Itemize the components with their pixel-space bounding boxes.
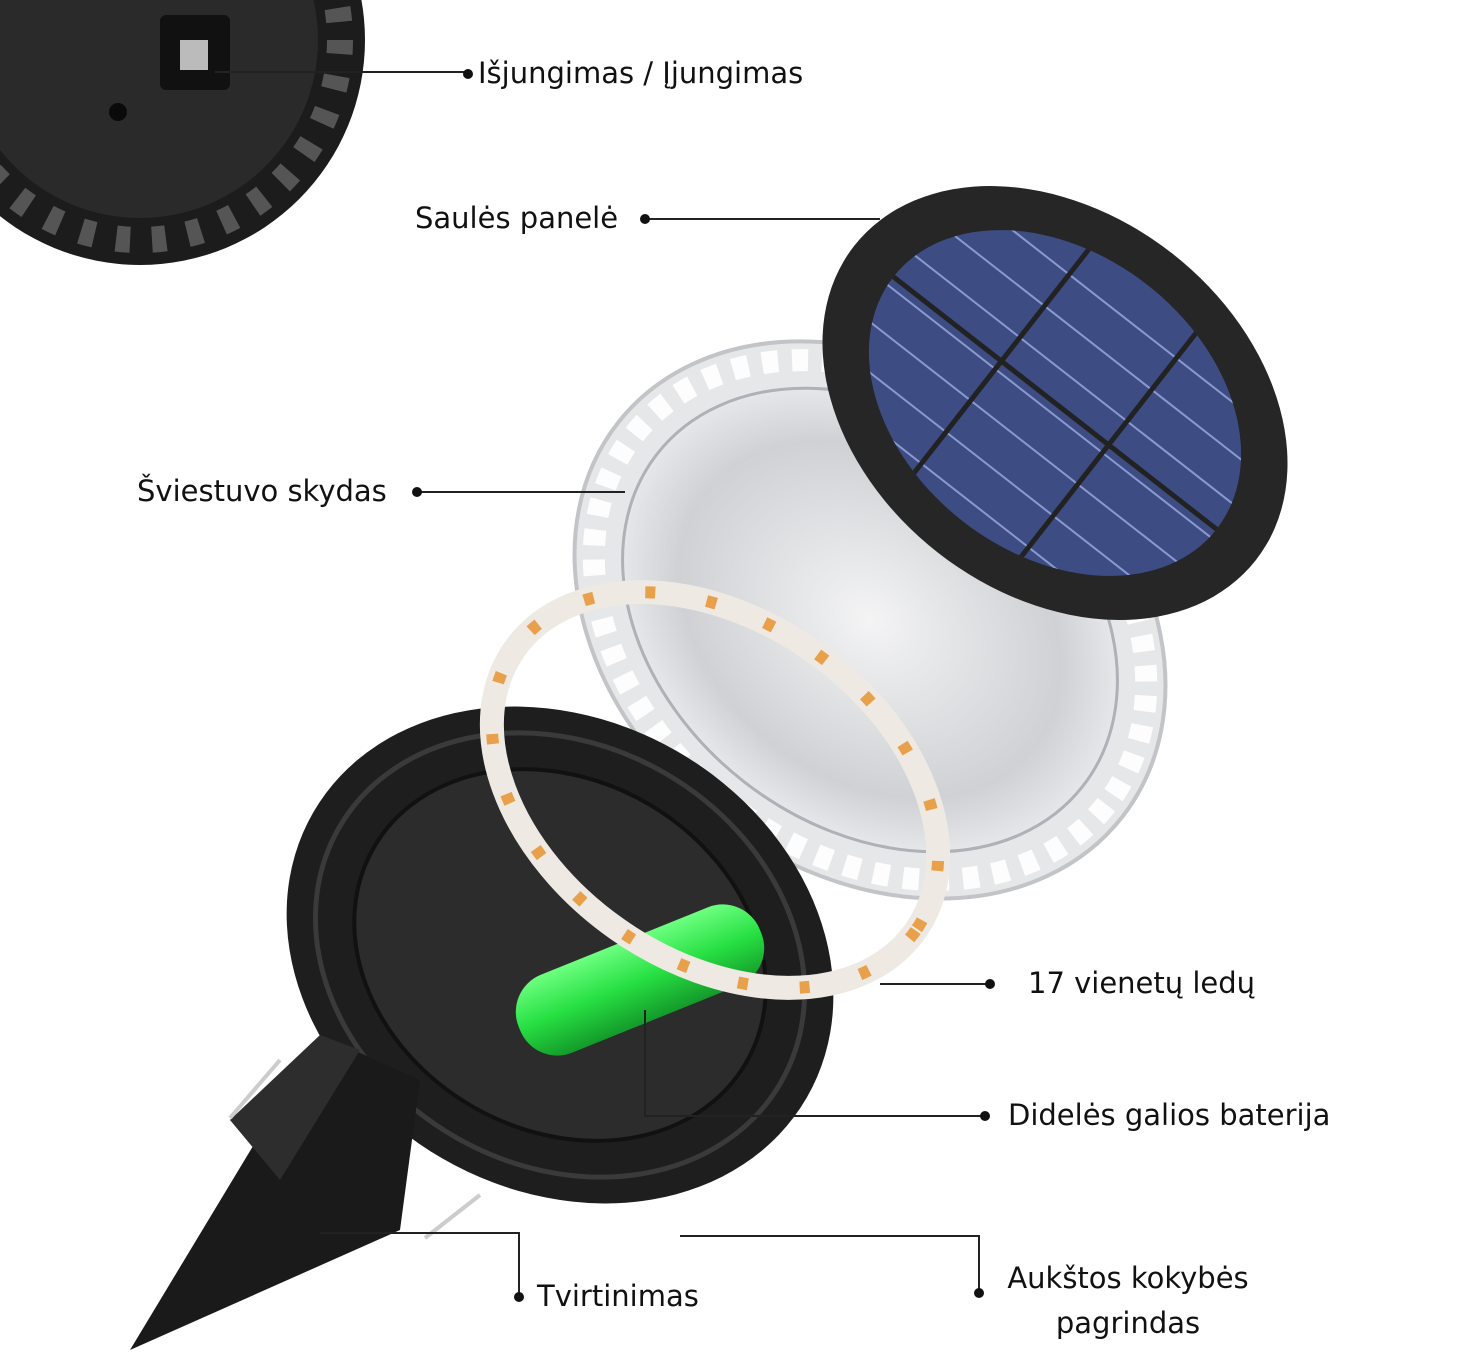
base — [286, 706, 834, 1204]
switch-view — [0, 0, 365, 265]
leader-lines — [215, 71, 990, 1297]
leader-dots — [412, 69, 995, 1302]
label-solar-panel: Saulės panelė — [415, 201, 619, 235]
label-base: Aukštos kokybės pagrindas — [998, 1256, 1258, 1346]
label-leds: 17 vienetų ledų — [1028, 966, 1256, 1000]
led-strip — [479, 580, 951, 1000]
label-base-line1: Aukštos kokybės — [1007, 1261, 1249, 1295]
label-stake: Tvirtinimas — [537, 1279, 699, 1313]
label-battery: Didelės galios baterija — [1008, 1098, 1331, 1132]
label-base-line2: pagrindas — [1055, 1305, 1201, 1340]
battery — [515, 904, 765, 1056]
solar-panel — [801, 158, 1309, 648]
label-lamp-shade: Šviestuvo skydas — [137, 474, 387, 508]
stake — [130, 1035, 482, 1350]
label-switch: Išjungimas / Įjungimas — [478, 56, 804, 90]
